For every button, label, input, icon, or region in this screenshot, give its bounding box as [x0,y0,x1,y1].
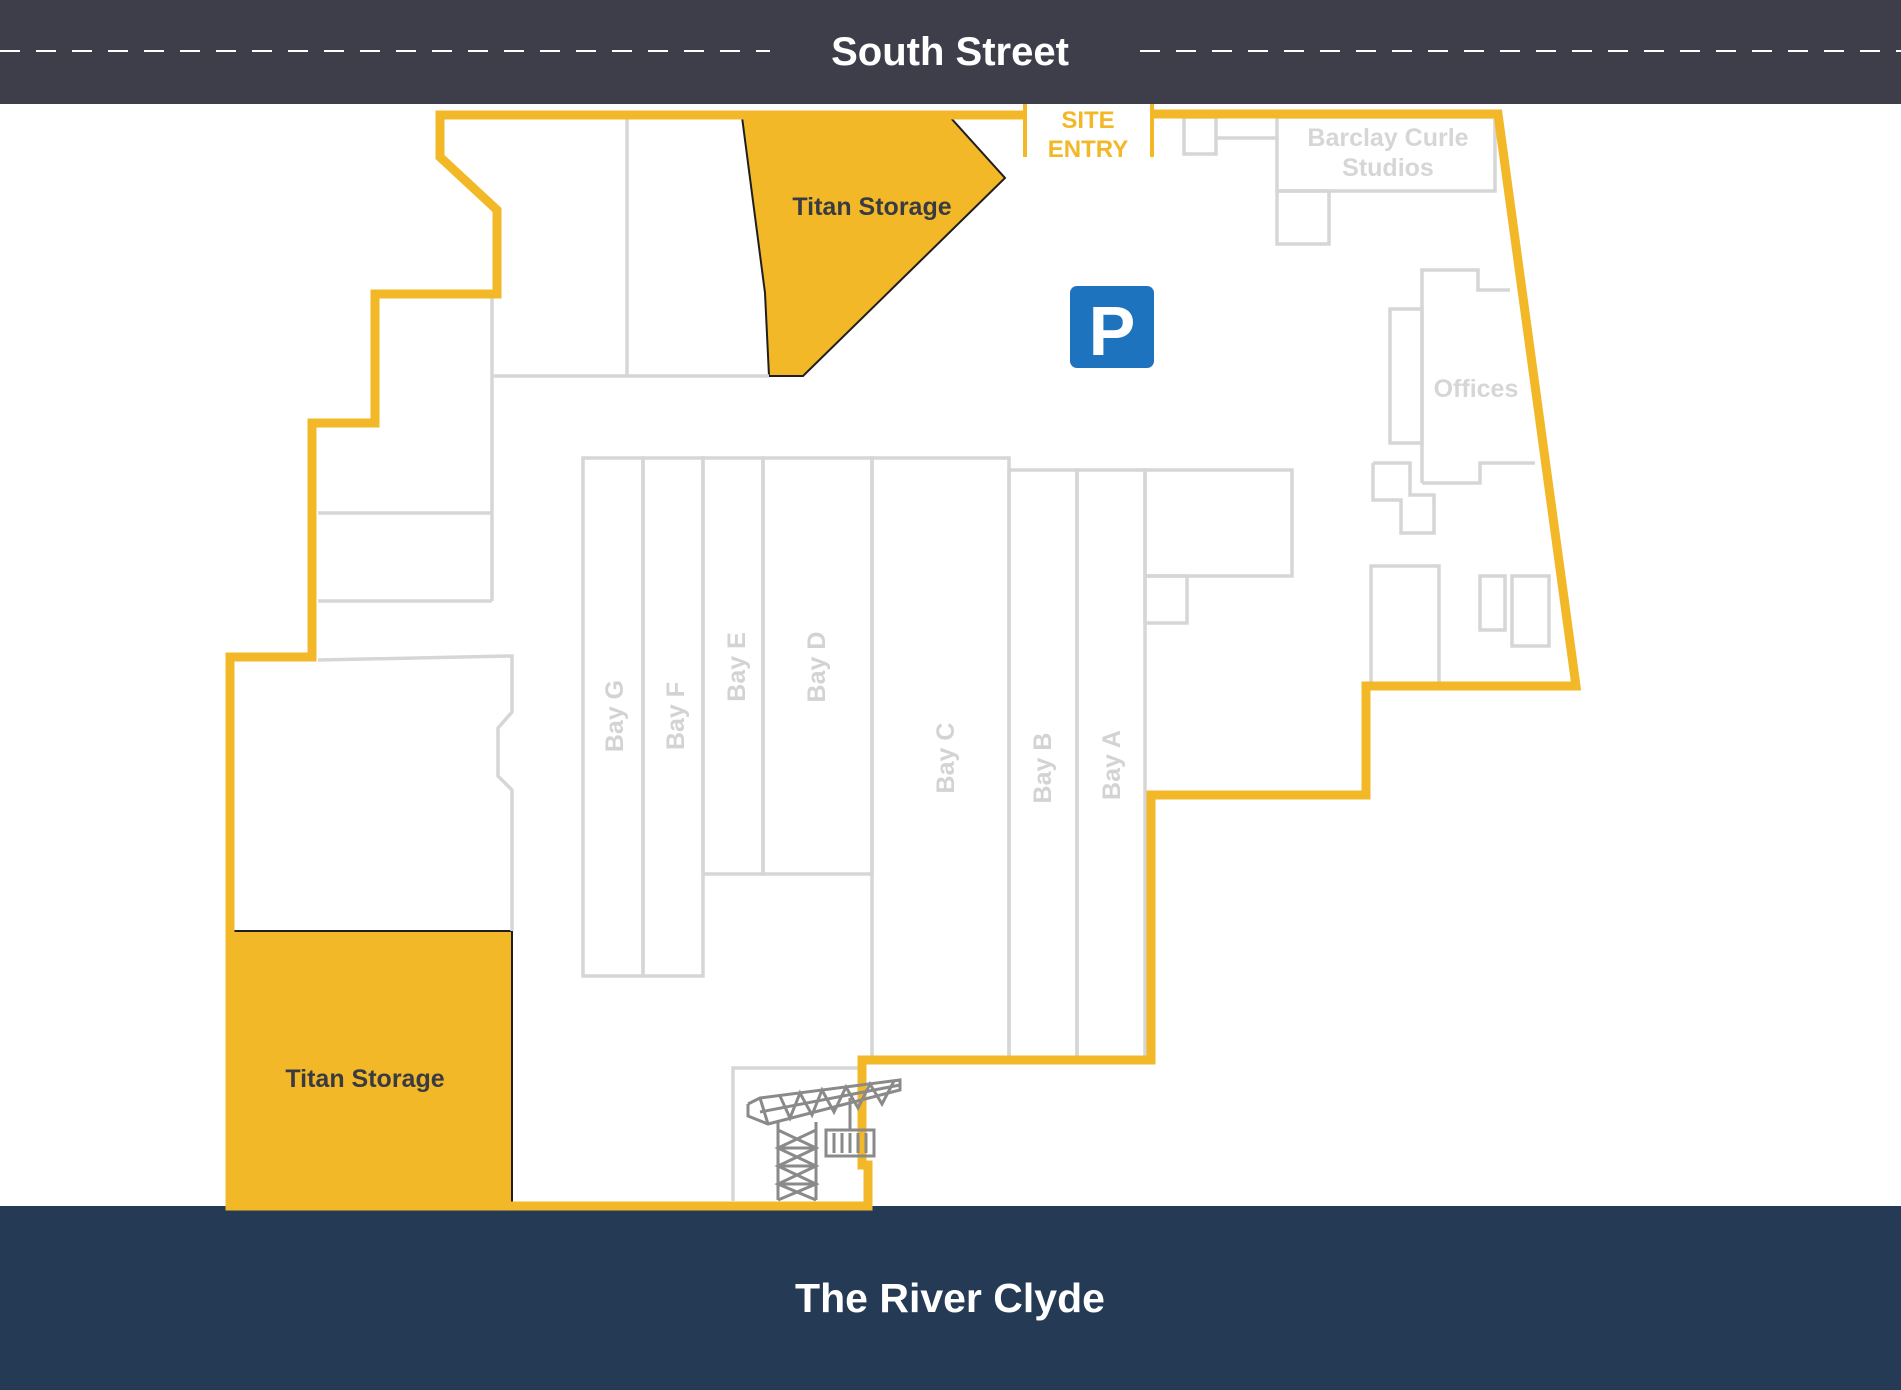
bay-a-label: Bay A [1098,730,1126,800]
river-clyde-label: The River Clyde [795,1275,1105,1321]
titan-storage-north-area[interactable] [740,116,1007,377]
bay-d-label: Bay D [803,632,831,703]
offices-label: Offices [1434,375,1519,403]
crane-icon [746,1078,902,1202]
svg-text:P: P [1089,292,1136,370]
bay-b-label: Bay B [1029,733,1057,804]
site-entry-label-line2: ENTRY [1048,136,1128,163]
site-entry-label-line1: SITE [1061,107,1114,134]
studios-label-line2: Studios [1342,154,1434,182]
bay-c-label: Bay C [932,723,960,794]
bay-f-label: Bay F [662,682,690,750]
bay-g-label: Bay G [601,680,629,752]
site-boundary [225,109,1582,1211]
south-street-label: South Street [831,30,1069,74]
titan-storage-north-label: Titan Storage [792,193,951,221]
studios-label-line1: Barclay Curle [1307,124,1468,152]
river-clyde [0,1206,1901,1390]
bay-e-label: Bay E [723,632,751,701]
parking-icon: P [1070,286,1154,370]
titan-storage-south-label: Titan Storage [285,1065,444,1093]
